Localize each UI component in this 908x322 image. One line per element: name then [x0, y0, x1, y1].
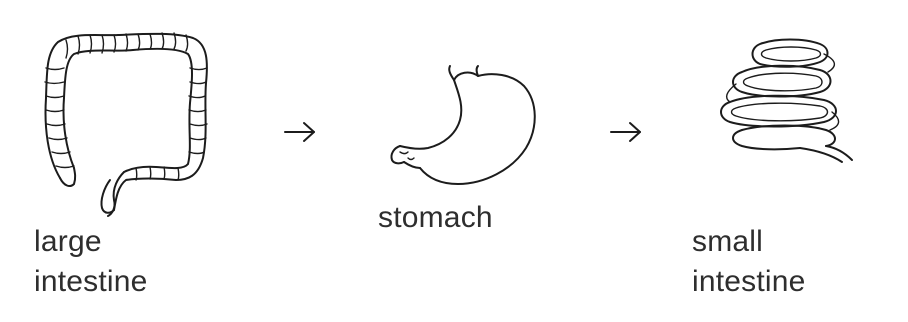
arrow-right-icon: [608, 120, 644, 144]
small-intestine-label-line1: small: [692, 222, 806, 262]
large-intestine-label-line1: large: [34, 222, 148, 262]
stomach-label: stomach: [378, 198, 493, 238]
large-intestine-icon: [38, 28, 213, 218]
stomach-icon: [388, 66, 540, 188]
small-intestine-label: small intestine: [692, 222, 806, 302]
large-intestine-label-line2: intestine: [34, 262, 148, 302]
small-intestine-icon: [716, 36, 856, 164]
large-intestine-label: large intestine: [34, 222, 148, 302]
arrow-right-icon: [282, 120, 318, 144]
stomach-label-line1: stomach: [378, 198, 493, 238]
small-intestine-label-line2: intestine: [692, 262, 806, 302]
